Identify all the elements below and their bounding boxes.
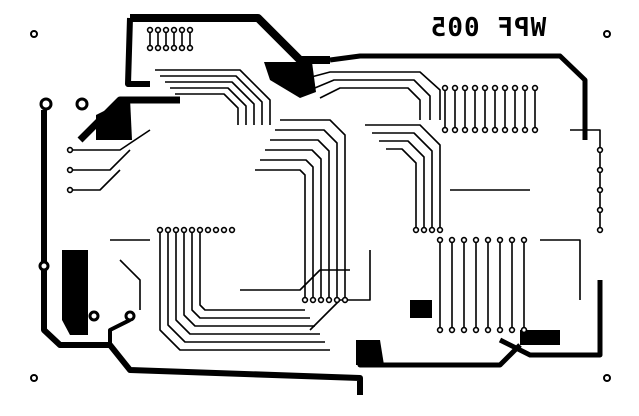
mounting-hole — [30, 374, 38, 382]
mounting-hole — [30, 30, 38, 38]
ground-bus — [41, 14, 603, 395]
mounting-hole — [603, 30, 611, 38]
component-pads — [38, 26, 604, 334]
mounting-hole — [603, 374, 611, 382]
signal-traces — [70, 30, 601, 351]
copper-pours — [62, 62, 560, 365]
mounting-holes — [30, 30, 611, 382]
board-label: WPF 005 — [429, 13, 547, 43]
